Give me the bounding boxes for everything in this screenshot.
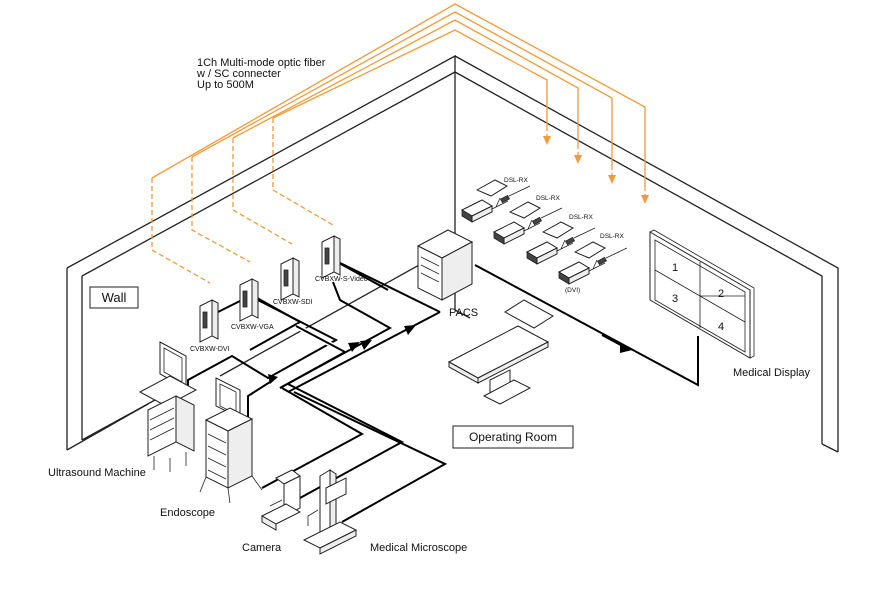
fiber-arrow-1	[543, 136, 551, 145]
tx-vga-label: CVBXW-VGA	[231, 324, 274, 331]
fiber-drop-sdi	[232, 138, 293, 245]
camera-label: Camera	[242, 542, 282, 554]
fiber-lines	[151, 3, 649, 284]
cable-endoscope-b	[249, 293, 303, 351]
camera-device: Camera	[242, 469, 302, 554]
fiber-arrow-4	[641, 195, 649, 204]
fiber-line-sdi	[232, 19, 579, 144]
left-wall-top-edge	[66, 54, 456, 310]
cable-camera-tx	[279, 281, 393, 389]
receiver-4: DSL-RX (DVI)	[557, 233, 628, 294]
transmitter-dvi: CVBXW-DVI	[190, 299, 230, 353]
fiber-note-line3: Up to 500M	[197, 79, 254, 91]
cable-arrow-4	[404, 325, 416, 335]
room-walls	[66, 54, 839, 453]
medical-display: 1 2 3 4 Medical Display	[649, 229, 811, 379]
cable-arrow-5	[620, 343, 632, 353]
left-wall-floor-edge	[219, 244, 456, 377]
wall-label-box: Wall	[89, 286, 139, 309]
rx4-note: (DVI)	[565, 287, 580, 294]
cable-arrow-2	[348, 342, 360, 352]
display-pane-4: 4	[718, 321, 724, 333]
wall-label: Wall	[102, 290, 127, 305]
tx-sdi-label: CVBXW-SDI	[273, 299, 313, 306]
rx4-label: DSL-RX	[600, 233, 625, 240]
corner-floor-edge	[454, 309, 471, 319]
fiber-line-svideo	[272, 29, 548, 126]
transmitter-vga: CVBXW-VGA	[231, 278, 274, 331]
receiver-1: DSL-RX	[460, 177, 531, 223]
medical-microscope: Medical Microscope	[302, 469, 467, 555]
operating-room-label-box: Operating Room	[452, 425, 574, 449]
endoscope-tower: Endoscope	[160, 377, 263, 519]
right-wall-inner-top	[454, 71, 823, 444]
fiber-note-line2: w / SC connecter	[196, 68, 281, 80]
cable-pacs-in	[329, 257, 441, 313]
medical-display-label: Medical Display	[733, 367, 811, 379]
ultrasound-label: Ultrasound Machine	[48, 467, 146, 479]
rx3-label: DSL-RX	[569, 214, 594, 221]
operating-room-label: Operating Room	[469, 430, 557, 444]
tx-dvi-label: CVBXW-DVI	[190, 346, 230, 353]
fiber-drop-svideo	[272, 118, 334, 226]
fiber-line-vga	[191, 11, 613, 165]
display-pane-1: 1	[672, 262, 678, 274]
pacs-server: PACS	[416, 229, 478, 319]
right-wall-bottom-edge	[821, 443, 839, 453]
display-pane-3: 3	[672, 293, 678, 305]
fiber-arrow-3	[608, 175, 616, 184]
cable-pacs-display	[474, 264, 699, 387]
fiber-note: 1Ch Multi-mode optic fiber w / SC connec…	[196, 57, 326, 91]
transmitter-sdi: CVBXW-SDI	[273, 257, 313, 306]
ultrasound-machine: Ultrasound Machine	[48, 341, 198, 479]
rx2-label: DSL-RX	[536, 195, 561, 202]
receiver-3: DSL-RX	[525, 214, 596, 265]
microscope-label: Medical Microscope	[370, 542, 467, 554]
cable-arrow-1	[268, 374, 278, 384]
tx-svideo-label: CVBXW-S-Video	[315, 276, 368, 283]
endoscope-label: Endoscope	[160, 507, 215, 519]
cable-microscope	[293, 391, 448, 523]
fiber-line-dvi	[151, 3, 646, 186]
rx1-label: DSL-RX	[504, 177, 529, 184]
left-wall-inner-top	[81, 71, 456, 277]
display-pane-2: 2	[718, 288, 724, 300]
operating-table	[447, 299, 554, 405]
cable-endoscope-run	[261, 387, 365, 489]
transmitter-svideo: CVBXW-S-Video	[315, 235, 368, 283]
fiber-note-line1: 1Ch Multi-mode optic fiber	[197, 57, 326, 69]
video-cables	[187, 257, 699, 523]
right-wall-top-edge	[454, 55, 839, 452]
left-wall-inner-bottom	[81, 399, 156, 441]
pacs-label: PACS	[449, 307, 478, 319]
cable-arrow-3	[360, 340, 372, 350]
fiber-drop-vga	[191, 157, 251, 263]
fiber-arrow-2	[574, 155, 582, 164]
receiver-2: DSL-RX	[492, 195, 563, 245]
cable-mic-pacs	[287, 311, 441, 393]
fiber-drop-dvi	[151, 178, 211, 284]
